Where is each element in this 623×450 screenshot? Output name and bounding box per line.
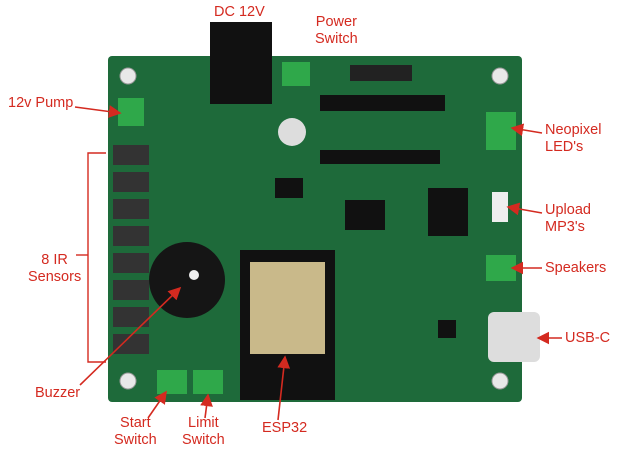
mp3-connector (492, 192, 508, 222)
ir-bracket (76, 152, 106, 363)
speaker-terminal (486, 255, 516, 281)
ir-header (113, 253, 149, 273)
female-header-2 (320, 150, 440, 164)
label-neopixel: Neopixel LED's (545, 122, 601, 156)
label-line: Sensors (28, 269, 82, 285)
dc-jack (210, 22, 272, 104)
pcb-board (108, 56, 522, 402)
mount-hole (491, 67, 509, 85)
ir-header (113, 172, 149, 192)
mount-hole (491, 372, 509, 390)
label-line: Upload (545, 202, 591, 218)
usbc-port (488, 312, 540, 362)
ic (275, 178, 303, 198)
label-line: Switch (182, 432, 225, 448)
label-line: Switch (315, 31, 358, 47)
ir-header (113, 145, 149, 165)
ir-header (113, 199, 149, 219)
label-line: Limit (188, 415, 219, 431)
neopixel-terminal (486, 112, 516, 150)
label-limit-switch: Limit Switch (182, 415, 225, 449)
label-esp32: ESP32 (262, 420, 308, 436)
female-header (320, 95, 445, 111)
ic (438, 320, 456, 338)
ic (345, 200, 385, 230)
power-switch-terminal (282, 62, 310, 86)
label-ir-sensors: 8 IR Sensors (28, 252, 81, 286)
ir-header (113, 280, 149, 300)
ir-header (113, 334, 149, 354)
label-12v-pump: 12v Pump (8, 95, 74, 111)
label-line: Switch (114, 432, 157, 448)
pump-terminal (118, 98, 144, 126)
coin-cell (278, 118, 306, 146)
label-speakers: Speakers (545, 260, 607, 276)
label-line: Power (315, 14, 357, 30)
label-upload-mp3: Upload MP3's (545, 202, 591, 236)
label-buzzer: Buzzer (35, 385, 81, 401)
header-pins (350, 65, 412, 81)
mount-hole (119, 372, 137, 390)
start-switch-terminal (157, 370, 187, 394)
label-dc-12v: DC 12V (214, 4, 265, 20)
ic (428, 188, 468, 236)
label-usb-c: USB-C (565, 330, 611, 346)
limit-switch-terminal (193, 370, 223, 394)
ir-header (113, 307, 149, 327)
label-line: Neopixel (545, 122, 602, 138)
label-line: MP3's (545, 219, 585, 235)
ir-header (113, 226, 149, 246)
label-line: 8 IR (41, 252, 68, 268)
label-start-switch: Start Switch (114, 415, 157, 449)
label-power-switch: Power Switch (315, 14, 358, 48)
label-line: Start (120, 415, 151, 431)
mount-hole (119, 67, 137, 85)
label-line: LED's (545, 139, 584, 155)
